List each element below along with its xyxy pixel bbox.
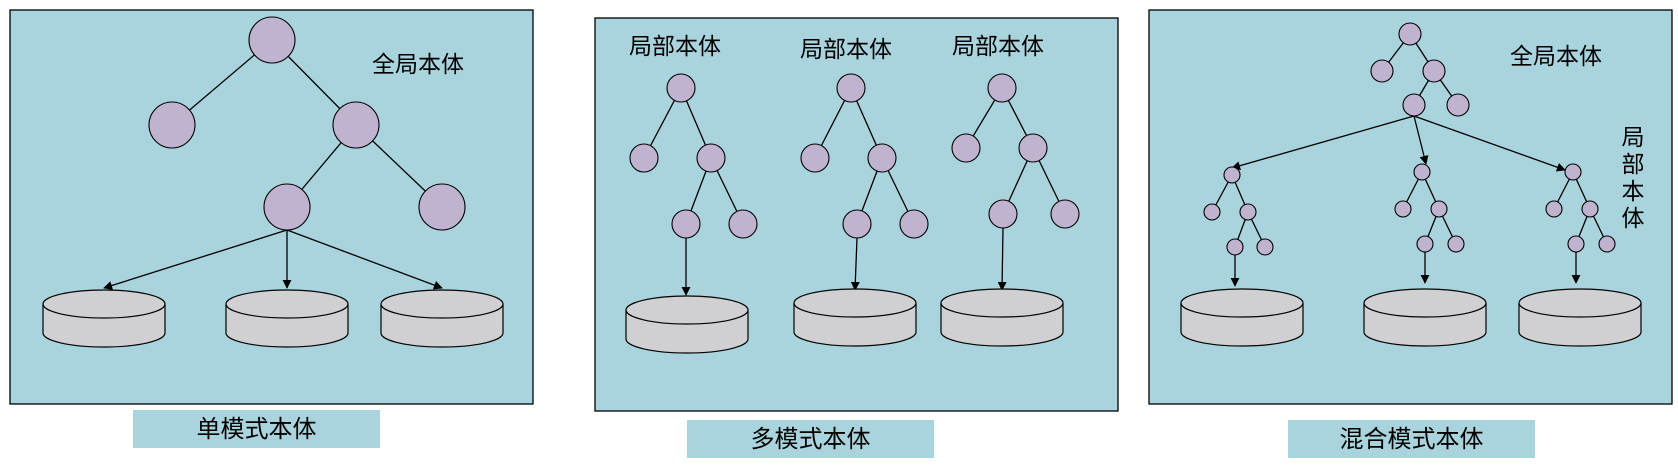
ontology-node [1416, 235, 1434, 253]
database-top [793, 288, 917, 318]
local-tree [1545, 163, 1616, 284]
ontology-node [800, 143, 830, 173]
database-icon [225, 289, 349, 348]
global-node [148, 101, 196, 149]
ontology-node [987, 73, 1017, 103]
ontology-node [1422, 59, 1446, 83]
ontology-node [1256, 238, 1274, 256]
ontology-node [728, 209, 758, 239]
ontology-node [1581, 200, 1599, 218]
panel-multiple-ontology: 局部本体 局部本体 局部本体 多模式本体 [594, 17, 1119, 458]
ontology-node [1446, 93, 1470, 117]
ontology-node [1402, 93, 1426, 117]
database-icon [380, 289, 504, 348]
local-tree [629, 73, 758, 296]
ontology-node [836, 73, 866, 103]
ontology-node [1398, 22, 1422, 46]
ontology-node [1567, 235, 1585, 253]
ontology-node [1413, 163, 1431, 181]
mapping-arrow [103, 229, 288, 290]
caption-box [1288, 420, 1535, 458]
database-top [42, 289, 166, 319]
ontology-node [629, 143, 659, 173]
mapping-arrow [1413, 115, 1566, 172]
ontology-node [1018, 133, 1048, 163]
database-icon [793, 288, 917, 347]
database-icon [1180, 288, 1304, 347]
mapping-arrow [1413, 115, 1429, 165]
ontology-node [1564, 163, 1582, 181]
database-icon [940, 288, 1064, 347]
global-ontology-label: 全局本体 [372, 52, 464, 78]
ontology-node [988, 199, 1018, 229]
local-ontology-label: 局部本体 [800, 37, 892, 63]
global-node [332, 101, 380, 149]
local-ontology-label: 局部本体 [952, 34, 1044, 60]
global-tree [1370, 22, 1470, 117]
mapping-arrow [286, 229, 443, 290]
panel-single-arrows [103, 229, 443, 290]
panel-hybrid-ontology: 全局本体 局部本体 混合模式本体 [1148, 9, 1673, 458]
database-top [380, 289, 504, 319]
database-top [225, 289, 349, 319]
ontology-node [1370, 59, 1394, 83]
global-node [263, 183, 311, 231]
database-top [1518, 288, 1642, 318]
ontology-node [1545, 200, 1563, 218]
ontology-node [671, 209, 701, 239]
ontology-node [842, 209, 872, 239]
ontology-node [899, 209, 929, 239]
caption-box [687, 420, 934, 458]
global-root-node [248, 16, 296, 64]
mapping-arrow [1231, 115, 1415, 171]
database-icon [1518, 288, 1642, 347]
ontology-node [666, 73, 696, 103]
ontology-node [1050, 199, 1080, 229]
global-ontology-label: 全局本体 [1510, 44, 1602, 70]
ontology-node [867, 143, 897, 173]
panel-hybrid-arrows [1231, 115, 1566, 172]
database-top [1180, 288, 1304, 318]
database-icon [42, 289, 166, 348]
ontology-node [1394, 200, 1412, 218]
ontology-node [1223, 166, 1241, 184]
local-tree [951, 73, 1080, 291]
caption-box [133, 410, 380, 448]
caption-multiple-ontology: 多模式本体 [751, 425, 871, 453]
database-top [940, 288, 1064, 318]
ontology-node [1598, 235, 1616, 253]
panel-single-ontology: 全局本体 单模式本体 [9, 9, 534, 448]
mapping-arrow [997, 227, 1007, 291]
local-tree [800, 73, 929, 291]
database-icon [1363, 288, 1487, 347]
ontology-node [1203, 203, 1221, 221]
mapping-arrow [850, 237, 860, 291]
local-ontology-vertical-label: 局部本体 [1617, 125, 1645, 233]
ontology-node [1226, 238, 1244, 256]
ontology-node [696, 143, 726, 173]
global-node [418, 183, 466, 231]
database-top [1363, 288, 1487, 318]
local-tree [1203, 166, 1274, 287]
caption-single-ontology: 单模式本体 [197, 415, 317, 443]
local-tree [1394, 163, 1465, 284]
ontology-node [1239, 203, 1257, 221]
local-ontology-label: 局部本体 [629, 34, 721, 60]
database-icon [625, 295, 749, 354]
database-top [625, 295, 749, 325]
ontology-node [951, 133, 981, 163]
ontology-node [1430, 200, 1448, 218]
caption-hybrid-ontology: 混合模式本体 [1340, 425, 1484, 453]
ontology-node [1447, 235, 1465, 253]
